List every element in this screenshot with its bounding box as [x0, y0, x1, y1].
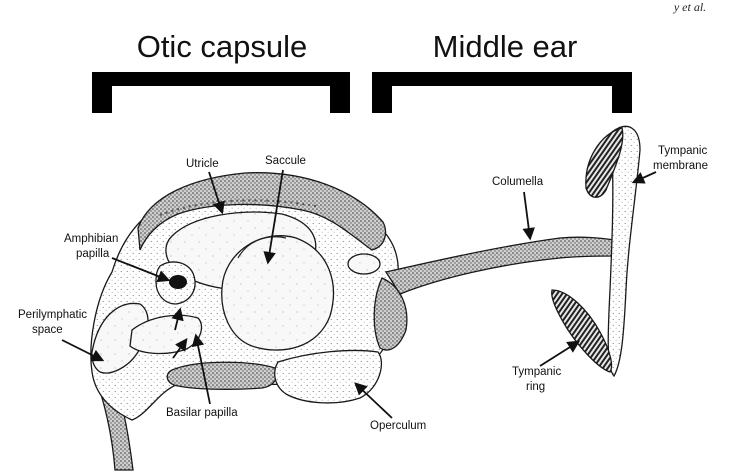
otic-capsule-heading: Otic capsule	[137, 29, 308, 64]
saccule-arrow	[263, 169, 284, 265]
oval-window-membrane	[347, 253, 381, 275]
basilar-papilla-arrow	[191, 333, 211, 405]
operculum-label: Operculum	[370, 420, 426, 432]
papilla-small-arrow-2	[172, 337, 188, 359]
tympanic-ring-upper	[585, 127, 624, 198]
tympanic-ring-label-line2: ring	[526, 381, 545, 393]
columella-footplate	[373, 277, 408, 351]
tympanic-membrane-label-line2: membrane	[653, 160, 708, 172]
perilymphatic-space-label-line1: Perilymphatic	[18, 309, 87, 321]
amphibian-papilla-label-line2: papilla	[76, 248, 110, 260]
columella-label: Columella	[492, 176, 544, 188]
saccule-shape	[221, 235, 334, 351]
saccule-label: Saccule	[265, 155, 306, 167]
perilymphatic-space-label-line2: space	[32, 324, 63, 336]
columella-shaft	[384, 236, 616, 295]
utricle-label: Utricle	[186, 158, 219, 170]
corner-text: y et al.	[673, 0, 706, 14]
basilar-papilla-shape	[166, 361, 278, 390]
utricle-arrow	[208, 171, 225, 215]
amphibian-papilla-core	[169, 275, 187, 289]
middle-ear-bracket	[372, 72, 632, 113]
amphibian-papilla-arrow	[111, 257, 171, 283]
perilymphatic-lobe	[91, 302, 149, 374]
perilymphatic-space-arrow	[61, 339, 105, 362]
tympanic-membrane-arrow	[631, 171, 657, 184]
otic-capsule-wall	[137, 172, 387, 251]
tympanic-ring-label-line1: Tympanic	[512, 366, 561, 378]
saccule-inner-curve	[237, 236, 287, 259]
papilla-small-arrow-1	[171, 307, 184, 331]
otic-capsule-bracket	[92, 72, 350, 113]
tympanic-ring-arrow	[539, 340, 581, 367]
middle-ear-heading: Middle ear	[433, 29, 578, 64]
operculum-arrow	[354, 382, 393, 419]
operculum-shape	[274, 349, 383, 404]
tympanic-membrane-label-line1: Tympanic	[658, 145, 707, 157]
tympanic-membrane-shape	[607, 125, 641, 378]
tympanic-ring-lower	[551, 289, 613, 373]
basilar-papilla-label: Basilar papilla	[166, 407, 238, 419]
amphibian-papilla-label-line1: Amphibian	[64, 233, 118, 245]
columella-arrow	[522, 191, 535, 241]
